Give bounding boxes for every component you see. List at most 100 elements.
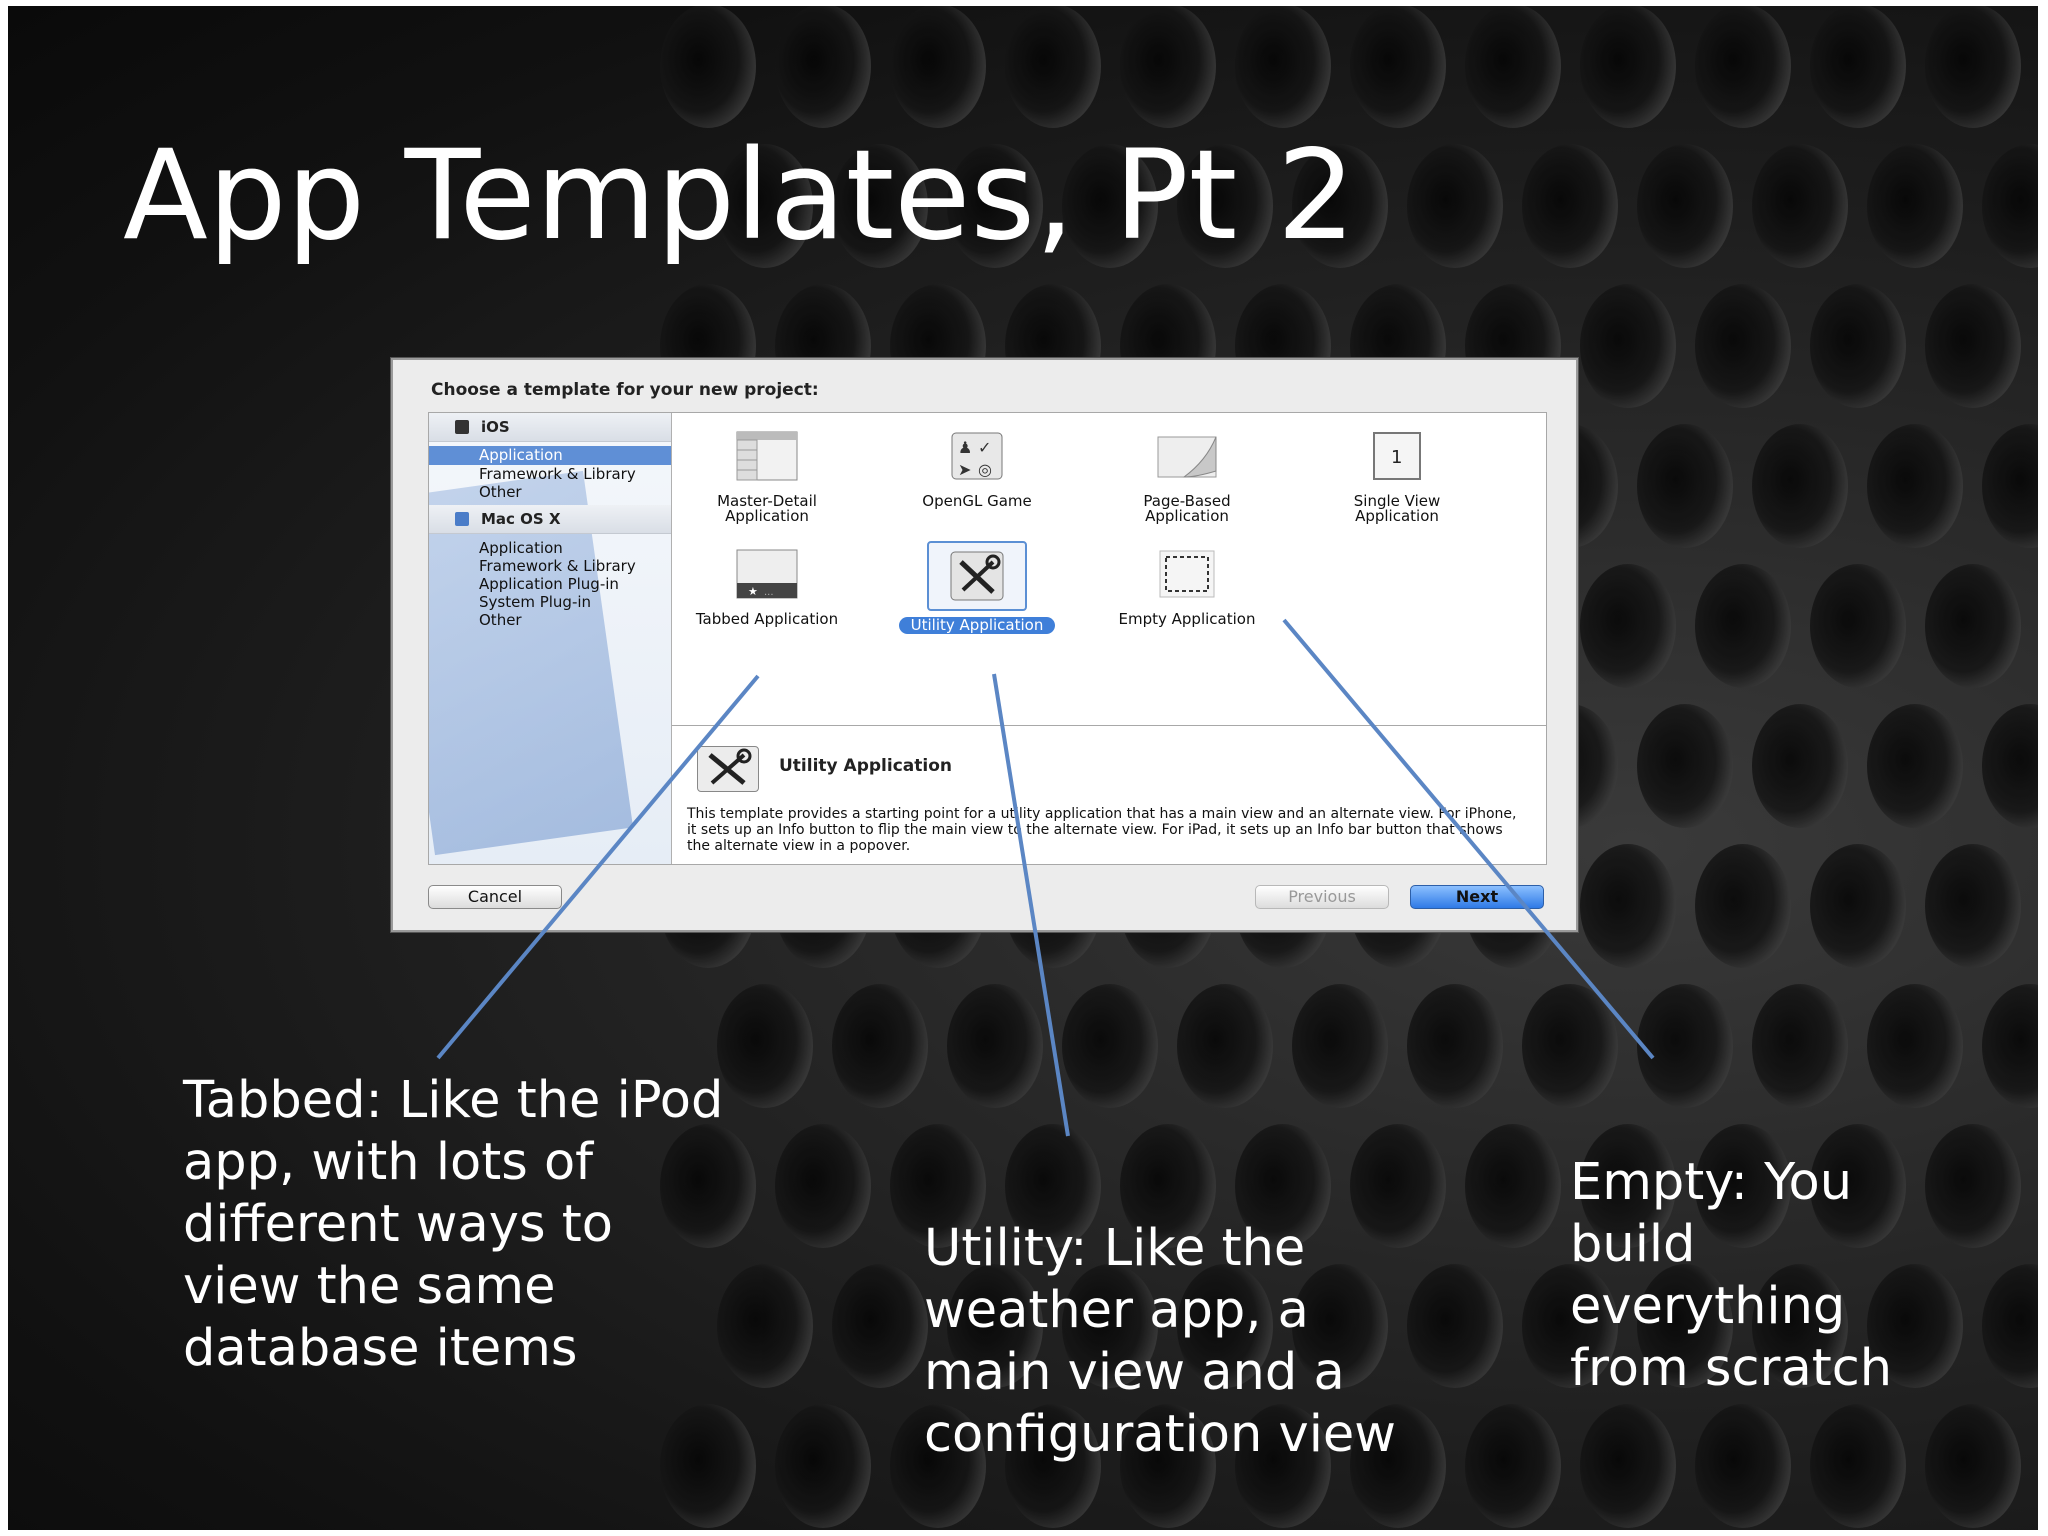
svg-text:◎: ◎ [978, 460, 992, 479]
background-hole [1867, 984, 1963, 1108]
background-hole [1637, 424, 1733, 548]
background-hole [832, 1264, 928, 1388]
background-hole [1120, 1404, 1216, 1528]
background-hole [1235, 1124, 1331, 1248]
background-hole [1867, 704, 1963, 828]
background-hole [1350, 1124, 1446, 1248]
background-hole [1580, 564, 1676, 688]
callout-line-text: from scratch [1570, 1339, 1893, 1398]
background-hole [1005, 6, 1101, 128]
template-empty[interactable]: Empty Application [1092, 549, 1282, 628]
background-hole [775, 1404, 871, 1528]
sidebar-item-ios-framework-library[interactable]: Framework & Library [479, 465, 636, 483]
callout-line-text: everything [1570, 1277, 1846, 1336]
background-hole [1522, 144, 1618, 268]
background-hole [1982, 144, 2038, 268]
sidebar-group-ios[interactable]: iOS [429, 413, 671, 442]
background-hole [1292, 144, 1388, 268]
background-hole [1522, 984, 1618, 1108]
callout-line-text: app, with lots of [183, 1133, 594, 1192]
background-hole [1695, 284, 1791, 408]
sidebar-item-mac-application-plugin[interactable]: Application Plug-in [479, 575, 619, 593]
template-label: Utility Application [898, 617, 1056, 634]
callout-line-text: database items [183, 1319, 578, 1378]
background-hole [1810, 284, 1906, 408]
sidebar-item-mac-system-plugin[interactable]: System Plug-in [479, 593, 592, 611]
sidebar-item-ios-application[interactable]: Application [429, 446, 671, 465]
sidebar-item-ios-other[interactable]: Other [479, 483, 522, 501]
background-hole [1810, 844, 1906, 968]
background-hole [1752, 1264, 1848, 1388]
background-hole [1810, 1124, 1906, 1248]
cancel-button[interactable]: Cancel [428, 885, 562, 909]
template-utility[interactable]: Utility Application [882, 541, 1072, 634]
background-hole [1465, 1404, 1561, 1528]
callout-line-text: configuration view [924, 1405, 1396, 1464]
sidebar-item-mac-other[interactable]: Other [479, 611, 522, 629]
callout-line-text: Utility: Like the [924, 1219, 1306, 1278]
sidebar-item-mac-application[interactable]: Application [479, 539, 563, 557]
sidebar-item-mac-framework-library[interactable]: Framework & Library [479, 557, 636, 575]
sidebar-group-macosx[interactable]: Mac OS X [429, 505, 671, 534]
background-hole [1120, 1124, 1216, 1248]
background-hole [1810, 564, 1906, 688]
description-text: This template provides a starting point … [687, 806, 1517, 854]
new-project-dialog: Choose a template for your new project: … [391, 358, 1578, 932]
background-hole [1752, 984, 1848, 1108]
background-hole [1062, 984, 1158, 1108]
background-hole [660, 1404, 756, 1528]
background-pattern [660, 6, 2038, 1528]
background-hole [1177, 1264, 1273, 1388]
background-hole [1407, 984, 1503, 1108]
background-hole [1005, 1404, 1101, 1528]
background-hole [1292, 1264, 1388, 1388]
background-hole [1522, 1264, 1618, 1388]
previous-button[interactable]: Previous [1255, 885, 1389, 909]
background-hole [1810, 1404, 1906, 1528]
background-hole [890, 6, 986, 128]
background-hole [660, 1124, 756, 1248]
master-detail-icon [736, 431, 798, 481]
description-title: Utility Application [779, 756, 952, 776]
svg-text:➤: ➤ [958, 460, 971, 479]
svg-text:1: 1 [1391, 447, 1402, 468]
background-hole [1695, 564, 1791, 688]
background-hole [1982, 704, 2038, 828]
background-hole [1637, 144, 1733, 268]
tabbed-callout-line [436, 674, 760, 1060]
background-hole [1005, 1124, 1101, 1248]
background-hole [832, 144, 928, 268]
dialog-heading: Choose a template for your new project: [431, 380, 819, 400]
callout-lines [436, 618, 1655, 1137]
background-hole [1752, 424, 1848, 548]
tabbed-callout-text: Tabbed: Like the iPod app, with lots of … [183, 1070, 723, 1380]
background-hole [1752, 704, 1848, 828]
background-hole [1695, 1124, 1791, 1248]
background-hole [947, 144, 1043, 268]
background-hole [1580, 844, 1676, 968]
background-hole [1580, 1124, 1676, 1248]
ios-device-icon [455, 420, 469, 434]
background-hole [1292, 984, 1388, 1108]
background-hole [1752, 144, 1848, 268]
background-hole [1580, 6, 1676, 128]
callout-line-text: Empty: You [1570, 1153, 1853, 1212]
template-tabbed[interactable]: ★... Tabbed Application [672, 549, 862, 628]
background-hole [1177, 144, 1273, 268]
tabbed-icon: ★... [736, 549, 798, 599]
background-hole [1465, 6, 1561, 128]
empty-callout-line [1282, 618, 1655, 1060]
slide: App Templates, Pt 2 Choose a template fo… [8, 6, 2038, 1530]
background-hole [1695, 6, 1791, 128]
svg-text:★: ★ [748, 585, 758, 598]
template-opengl-game[interactable]: ♟✓➤◎ OpenGL Game [882, 431, 1072, 510]
background-hole [890, 1124, 986, 1248]
slide-title: App Templates, Pt 2 [123, 124, 1356, 268]
svg-text:✓: ✓ [978, 438, 991, 457]
